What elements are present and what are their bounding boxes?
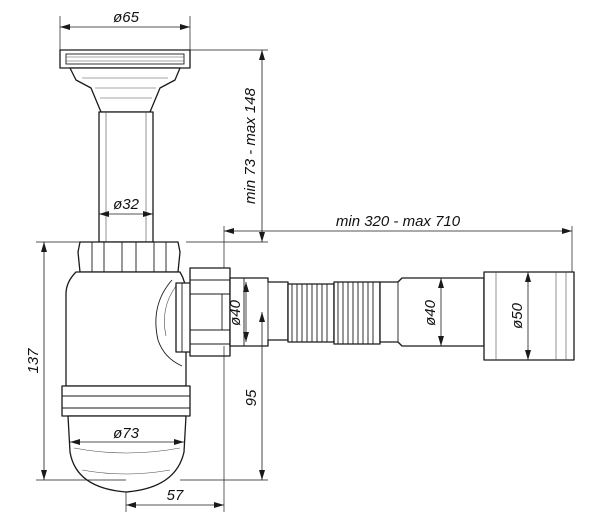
bottle-body	[65, 271, 187, 387]
dimension-total-height	[41, 242, 47, 480]
outlet-diameter-label: ø50	[509, 302, 526, 329]
extension-lines	[36, 16, 573, 512]
bottle-ring	[61, 385, 191, 417]
cup-diameter-label: ø73	[113, 425, 140, 442]
offset-label: 57	[167, 487, 184, 504]
outlet-nut	[189, 267, 231, 357]
top-diameter-label: ø65	[113, 9, 140, 26]
corrugated-hose-left	[287, 283, 335, 343]
dimension-nut-diameter	[243, 282, 249, 342]
total-height-label: 137	[25, 348, 42, 374]
vertical-tube	[98, 111, 154, 243]
dimension-height-range	[259, 50, 265, 242]
dimension-top-diameter	[60, 24, 190, 30]
tube-diameter-label: ø32	[113, 196, 140, 213]
height-range-label: min 73 - max 148	[242, 87, 259, 204]
hose-end-diameter-label: ø40	[422, 299, 439, 326]
corrugated-hose-right	[333, 281, 381, 345]
funnel-neck	[69, 67, 181, 113]
dimension-outlet-height	[259, 312, 265, 480]
outlet-height-label: 95	[243, 389, 260, 406]
outlet-sleeve	[483, 271, 575, 361]
dimension-tube-diameter	[99, 211, 153, 217]
bottom-cup	[67, 415, 187, 493]
dimension-cup-diameter	[70, 439, 184, 445]
dimension-hose-end-diameter	[438, 278, 444, 346]
dimension-offset	[126, 502, 224, 508]
nut-diameter-label: ø40	[227, 299, 244, 326]
length-range-label: min 320 - max 710	[336, 213, 461, 230]
dimension-length-range	[224, 228, 572, 234]
drain-flange	[59, 49, 191, 69]
dimension-outlet-diameter	[525, 272, 531, 360]
upper-nut	[77, 241, 181, 273]
